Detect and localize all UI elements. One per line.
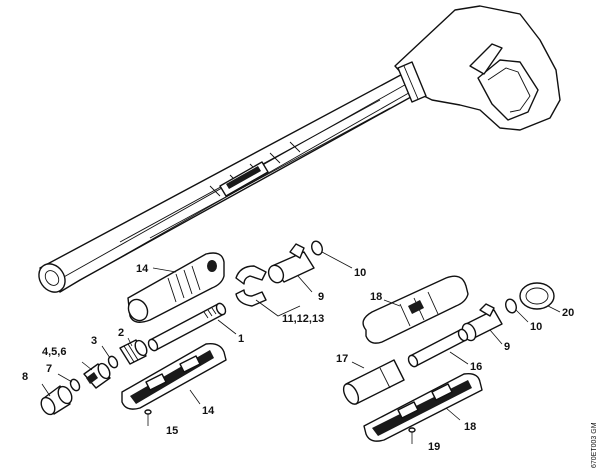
drawing-code: 670ET003 GM <box>591 422 598 468</box>
part-18-lower-shell <box>363 372 483 442</box>
part-2-nut <box>119 339 148 365</box>
label-part-3: 3 <box>91 335 97 347</box>
label-part-9-left: 9 <box>318 291 324 303</box>
part-11-12-13-clamps <box>235 265 267 307</box>
label-part-14-lower: 14 <box>202 405 215 417</box>
part-7-o-ring <box>69 378 81 392</box>
label-part-19: 19 <box>428 441 440 453</box>
part-4-5-6-nozzle <box>83 362 111 389</box>
label-part-18-upper: 18 <box>370 291 382 303</box>
part-16-tube <box>407 328 469 368</box>
part-19-screw <box>408 427 416 444</box>
label-part-11-12-13: 11,12,13 <box>282 313 324 325</box>
part-15-screw <box>144 409 152 426</box>
spray-gun-lance <box>38 5 561 293</box>
label-part-1: 1 <box>238 333 244 345</box>
part-8-nozzle-cap <box>40 385 73 416</box>
part-14-lower-shell <box>121 342 227 410</box>
leader-lines <box>41 251 561 421</box>
part-number-labels: 14 10 9 11,12,13 1 2 3 4,5,6 7 8 14 15 1… <box>22 263 574 453</box>
label-part-16: 16 <box>470 361 482 373</box>
part-10-o-ring-right <box>505 298 517 314</box>
label-part-17: 17 <box>336 353 348 365</box>
label-part-8: 8 <box>22 371 28 383</box>
part-17-adapter <box>342 359 405 405</box>
part-9-connector-left <box>267 243 315 284</box>
label-part-18-lower: 18 <box>464 421 476 433</box>
label-part-15: 15 <box>166 425 178 437</box>
label-part-10-left: 10 <box>354 267 366 279</box>
label-part-10-right: 10 <box>530 321 542 333</box>
label-part-4-5-6: 4,5,6 <box>42 346 66 358</box>
part-14-upper-shell <box>127 252 225 323</box>
part-1-tube <box>147 302 227 352</box>
label-part-20: 20 <box>562 307 574 319</box>
label-part-14-upper: 14 <box>136 263 149 275</box>
part-20-sleeve <box>519 282 555 310</box>
part-3-o-ring <box>107 355 119 369</box>
label-part-2: 2 <box>118 327 124 339</box>
label-part-7: 7 <box>46 363 52 375</box>
part-10-o-ring-left <box>311 240 323 256</box>
part-18-upper-shell <box>362 275 469 344</box>
label-part-9-right: 9 <box>504 341 510 353</box>
